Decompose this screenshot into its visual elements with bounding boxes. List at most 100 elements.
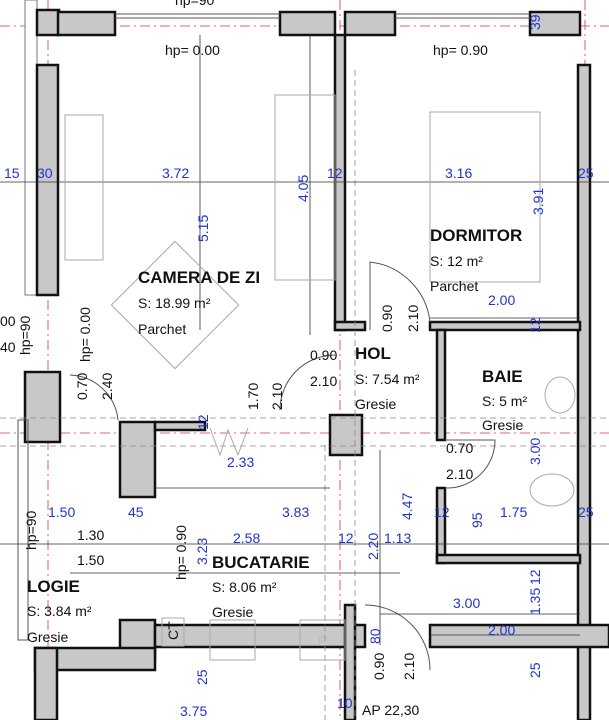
- dimension-value: 2.58: [233, 530, 260, 546]
- room-name: CAMERA DE ZI: [138, 268, 260, 287]
- room-floor: Gresie: [212, 604, 253, 620]
- dimension-value: 1.75: [500, 504, 527, 520]
- dimension-value: 1.50: [48, 504, 75, 520]
- dimension-value: 12: [338, 530, 354, 546]
- dimension-value: 2.00: [488, 292, 515, 308]
- windows: [0, 13, 609, 720]
- dimension-value: 2.20: [365, 533, 381, 560]
- room-floor: Gresie: [355, 396, 396, 412]
- opening-height: 2.40: [99, 373, 115, 400]
- opening-width: 0.90: [379, 305, 395, 332]
- dimension-value: 10: [337, 695, 353, 711]
- dimension-value: 30: [37, 165, 53, 181]
- sill-heights: hp= 0.00 hp= 0.90 hp=90 hp=90 hp= 0.00 h…: [0, 0, 488, 580]
- sill-height: hp=90: [23, 510, 39, 550]
- dimension-value: 1.13: [384, 530, 411, 546]
- walls: [23, 0, 609, 720]
- dimension-value: 2.33: [227, 454, 254, 470]
- dimension-value: 25: [578, 504, 594, 520]
- room-name: HOL: [355, 344, 391, 363]
- opening-labels: 0.90 2.10 0.90 2.10 0.70 2.40 1.70 2.10 …: [74, 305, 473, 680]
- room-area: S: 5 m²: [482, 393, 527, 409]
- room-baie: BAIE S: 5 m² Gresie: [482, 367, 527, 433]
- dimension-value: 12: [434, 504, 450, 520]
- dimension-value: 3.75: [180, 703, 207, 719]
- dimension-value: 2.00: [488, 622, 515, 638]
- dimension-value: 25: [578, 165, 594, 181]
- sill-height: hp= 0.00: [77, 307, 93, 362]
- room-dormitor: DORMITOR S: 12 m² Parchet: [430, 226, 522, 294]
- tv-unit: [64, 114, 104, 261]
- dimension-value: 1.35: [527, 588, 543, 615]
- dimension-value: 4.47: [399, 493, 415, 520]
- dimension-value: 3.16: [445, 165, 472, 181]
- opening-width: 1.30: [77, 527, 104, 543]
- dimension-value: 3.00: [527, 438, 543, 465]
- sofa: [274, 94, 336, 281]
- opening-height: 2.10: [310, 373, 337, 389]
- room-area: S: 18.99 m²: [138, 295, 211, 311]
- dimension-value: 12: [195, 414, 211, 430]
- dimension-value: 80: [367, 628, 383, 644]
- dimension-value: 39: [527, 14, 543, 30]
- dimension-value: 12: [527, 569, 543, 585]
- sink: [544, 376, 576, 414]
- room-hol: HOL S: 7.54 m² Gresie: [355, 344, 420, 412]
- cut-label: 40: [0, 339, 16, 355]
- sill-height: hp=90: [17, 315, 33, 355]
- room-logie: LOGIE S: 3.84 m² Gresie: [27, 577, 92, 645]
- opening-height: 2.10: [269, 383, 285, 410]
- level-label: AP 22,30: [362, 702, 420, 718]
- opening-height: 2.10: [446, 466, 473, 482]
- furniture: [64, 94, 576, 661]
- room-name: BUCATARIE: [212, 553, 310, 572]
- opening-width: 0.90: [371, 653, 387, 680]
- sill-height: hp= 0.90: [433, 42, 488, 58]
- boiler: [161, 617, 185, 647]
- dimension-values: 15 30 3.72 5.15 4.05 12 3.16 3.91 25 39 …: [4, 14, 594, 719]
- opening-width: 0.90: [310, 347, 337, 363]
- room-floor: Parchet: [430, 278, 478, 294]
- room-bucatarie: BUCATARIE S: 8.06 m² Gresie: [212, 553, 310, 620]
- toilet: [529, 473, 575, 507]
- dimension-value: 12: [527, 317, 543, 333]
- room-name: BAIE: [482, 367, 523, 386]
- room-floor: Gresie: [482, 417, 523, 433]
- dimension-value: 3.00: [453, 595, 480, 611]
- dimension-value: 25: [527, 662, 543, 678]
- dimension-value: 45: [128, 504, 144, 520]
- room-area: S: 12 m²: [430, 253, 483, 269]
- sill-height: hp= 0.00: [165, 42, 220, 58]
- opening-height: 2.10: [401, 653, 417, 680]
- opening-width: 0.70: [74, 373, 90, 400]
- opening-width: 1.70: [245, 383, 261, 410]
- dimension-value: 3.91: [530, 188, 546, 215]
- dining-table: [110, 240, 240, 370]
- room-floor: Gresie: [27, 629, 68, 645]
- opening-height: 2.10: [405, 305, 421, 332]
- fridge-label: F: [318, 636, 325, 648]
- dimension-value: 25: [194, 669, 210, 685]
- dimension-value: 3.23: [194, 538, 210, 565]
- room-area: S: 8.06 m²: [212, 579, 277, 595]
- room-name: LOGIE: [27, 577, 80, 596]
- door-swings: [69, 261, 496, 671]
- room-floor: Parchet: [138, 321, 186, 337]
- cut-label: 00: [0, 313, 16, 329]
- dimension-value: 4.05: [295, 175, 311, 202]
- opening-width: 0.70: [446, 440, 473, 456]
- bed: [429, 111, 541, 283]
- dimension-value: 15: [4, 165, 20, 181]
- dimension-value: 3.83: [282, 504, 309, 520]
- room-area: S: 3.84 m²: [27, 603, 92, 619]
- room-area: S: 7.54 m²: [355, 371, 420, 387]
- room-camera-de-zi: CAMERA DE ZI S: 18.99 m² Parchet: [138, 268, 260, 337]
- boiler-label: CT: [165, 621, 181, 640]
- dimension-value: 5.15: [195, 215, 211, 242]
- dimension-value: 3.72: [162, 165, 189, 181]
- opening-height: 1.50: [77, 552, 104, 568]
- sill-height: hp=90: [175, 0, 215, 8]
- dimension-lines: [0, 35, 609, 645]
- radiator: [209, 427, 249, 457]
